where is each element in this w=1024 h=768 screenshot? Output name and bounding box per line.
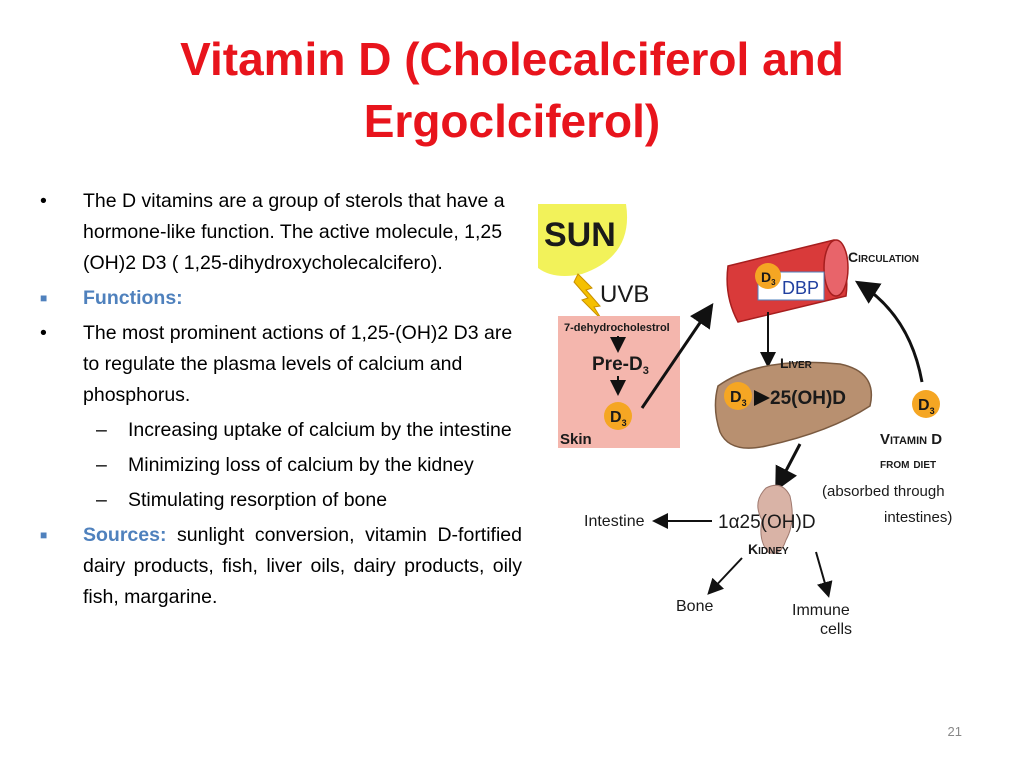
dbp-label: DBP [782, 278, 819, 298]
circulation-d3-text: D3 [761, 269, 776, 287]
kidney-shape [757, 484, 793, 554]
bullet-intro: • The D vitamins are a group of sterols … [40, 186, 522, 279]
actions-text: The most prominent actions of 1,25-(OH)2… [83, 322, 513, 406]
liver-shape [714, 361, 873, 449]
page-number: 21 [947, 724, 962, 739]
absorbed-label-2: intestines) [884, 509, 952, 526]
pre-d-text: Pre-D [592, 354, 643, 375]
sources-text: sunlight conversion, vitamin D-fortified… [83, 524, 522, 608]
kidney-label: Kidney [748, 541, 789, 557]
bullet-square: ■ [40, 291, 48, 305]
vitamin-d-pathway-diagram: SUN UVB 7-dehydrocholestrol Pre-D3 D3 Sk… [538, 204, 952, 638]
circulation-label: Circulation [848, 249, 919, 265]
sub-dash: – [96, 419, 107, 441]
sun-label: SUN [544, 216, 616, 254]
title-line-1: Vitamin D (Cholecalciferol and [180, 33, 844, 85]
bullet-list: • The D vitamins are a group of sterols … [40, 186, 522, 617]
intestine-label: Intestine [584, 513, 645, 530]
pre-d-subscript: 3 [643, 365, 649, 377]
diet-to-circulation-arrow [854, 280, 924, 383]
skin-to-circulation-arrow [640, 303, 714, 409]
kidney-to-bone-arrow [707, 557, 743, 595]
slide-title: Vitamin D (Cholecalciferol and Ergoclcif… [100, 28, 924, 152]
pre-d3-label: Pre-D3 [592, 354, 649, 377]
lightning-icon [573, 273, 603, 321]
sub-item-kidney: – Minimizing loss of calcium by the kidn… [40, 450, 522, 481]
absorbed-label-1: (absorbed through [822, 483, 945, 500]
bullet-dot: • [40, 322, 47, 344]
vitamin-d-diet-label-2: from diet [880, 455, 936, 471]
immune-label-1: Immune [792, 602, 850, 619]
bullet-functions: ■ Functions: [40, 283, 522, 314]
sources-label: Sources: [83, 524, 167, 546]
immune-label-2: cells [820, 621, 852, 638]
sub-dash: – [96, 489, 107, 511]
sub-item-text: Stimulating resorption of bone [128, 489, 388, 511]
vitamin-d-diet-label-1: Vitamin D [880, 431, 942, 448]
bullet-square: ■ [40, 528, 48, 542]
dehydro-label: 7-dehydrocholestrol [564, 322, 670, 334]
sub-item-text: Minimizing loss of calcium by the kidney [128, 454, 474, 476]
liver-to-kidney-arrow [775, 443, 802, 492]
kidney-to-immune-arrow [815, 551, 833, 598]
intro-text: The D vitamins are a group of sterols th… [83, 190, 505, 274]
bone-label: Bone [676, 598, 713, 615]
sub-item-text: Increasing uptake of calcium by the inte… [128, 419, 512, 441]
vessel-opening [823, 239, 849, 297]
uvb-label: UVB [600, 281, 649, 308]
skin-label: Skin [560, 431, 592, 448]
liver-25ohd-label: 25(OH)D [770, 388, 846, 409]
bullet-sources: ■ Sources: sunlight conversion, vitamin … [40, 520, 522, 613]
sub-dash: – [96, 454, 107, 476]
sun-shape [538, 204, 628, 276]
diet-d3-text: D3 [918, 397, 935, 416]
diet-d3-badge [912, 390, 940, 418]
title-line-2: Ergoclciferol) [363, 95, 661, 147]
sub-item-uptake: – Increasing uptake of calcium by the in… [40, 415, 522, 446]
skin-d3-text: D3 [610, 409, 627, 428]
bullet-actions: • The most prominent actions of 1,25-(OH… [40, 318, 522, 411]
kidney-metabolite-label: 1α25(OH)D [718, 512, 816, 533]
bullet-dot: • [40, 190, 47, 212]
liver-label: Liver [780, 355, 813, 371]
circulation-d3-badge [755, 263, 781, 289]
skin-d3-badge [604, 402, 632, 430]
liver-d3-text: D3 [730, 389, 747, 408]
functions-label: Functions: [83, 287, 183, 309]
sub-item-bone: – Stimulating resorption of bone [40, 485, 522, 516]
liver-d3-badge [724, 382, 752, 410]
